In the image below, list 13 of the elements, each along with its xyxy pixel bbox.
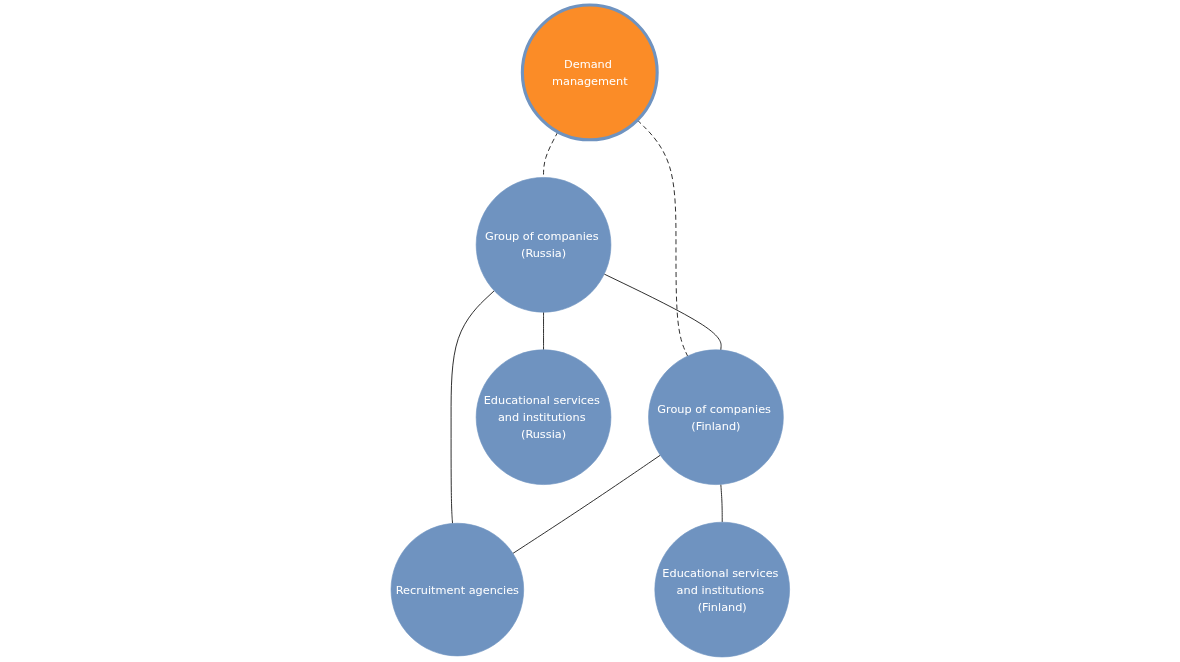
connector	[450, 290, 495, 524]
connector	[512, 454, 661, 554]
node-circle: Educational services and institutions (Russia)	[475, 349, 611, 485]
node-circle: Educational services and institutions (Finland)	[654, 521, 790, 658]
node-circle: Group of companies (Finland)	[647, 349, 784, 485]
node-circle: Demand management	[520, 3, 659, 142]
connector	[636, 119, 688, 357]
connector	[542, 311, 544, 351]
connector	[720, 483, 723, 523]
node-circle: Recruitment agencies	[390, 522, 524, 657]
connector	[542, 131, 559, 178]
node-circle: Group of companies (Russia)	[475, 177, 611, 313]
connector	[603, 273, 722, 351]
